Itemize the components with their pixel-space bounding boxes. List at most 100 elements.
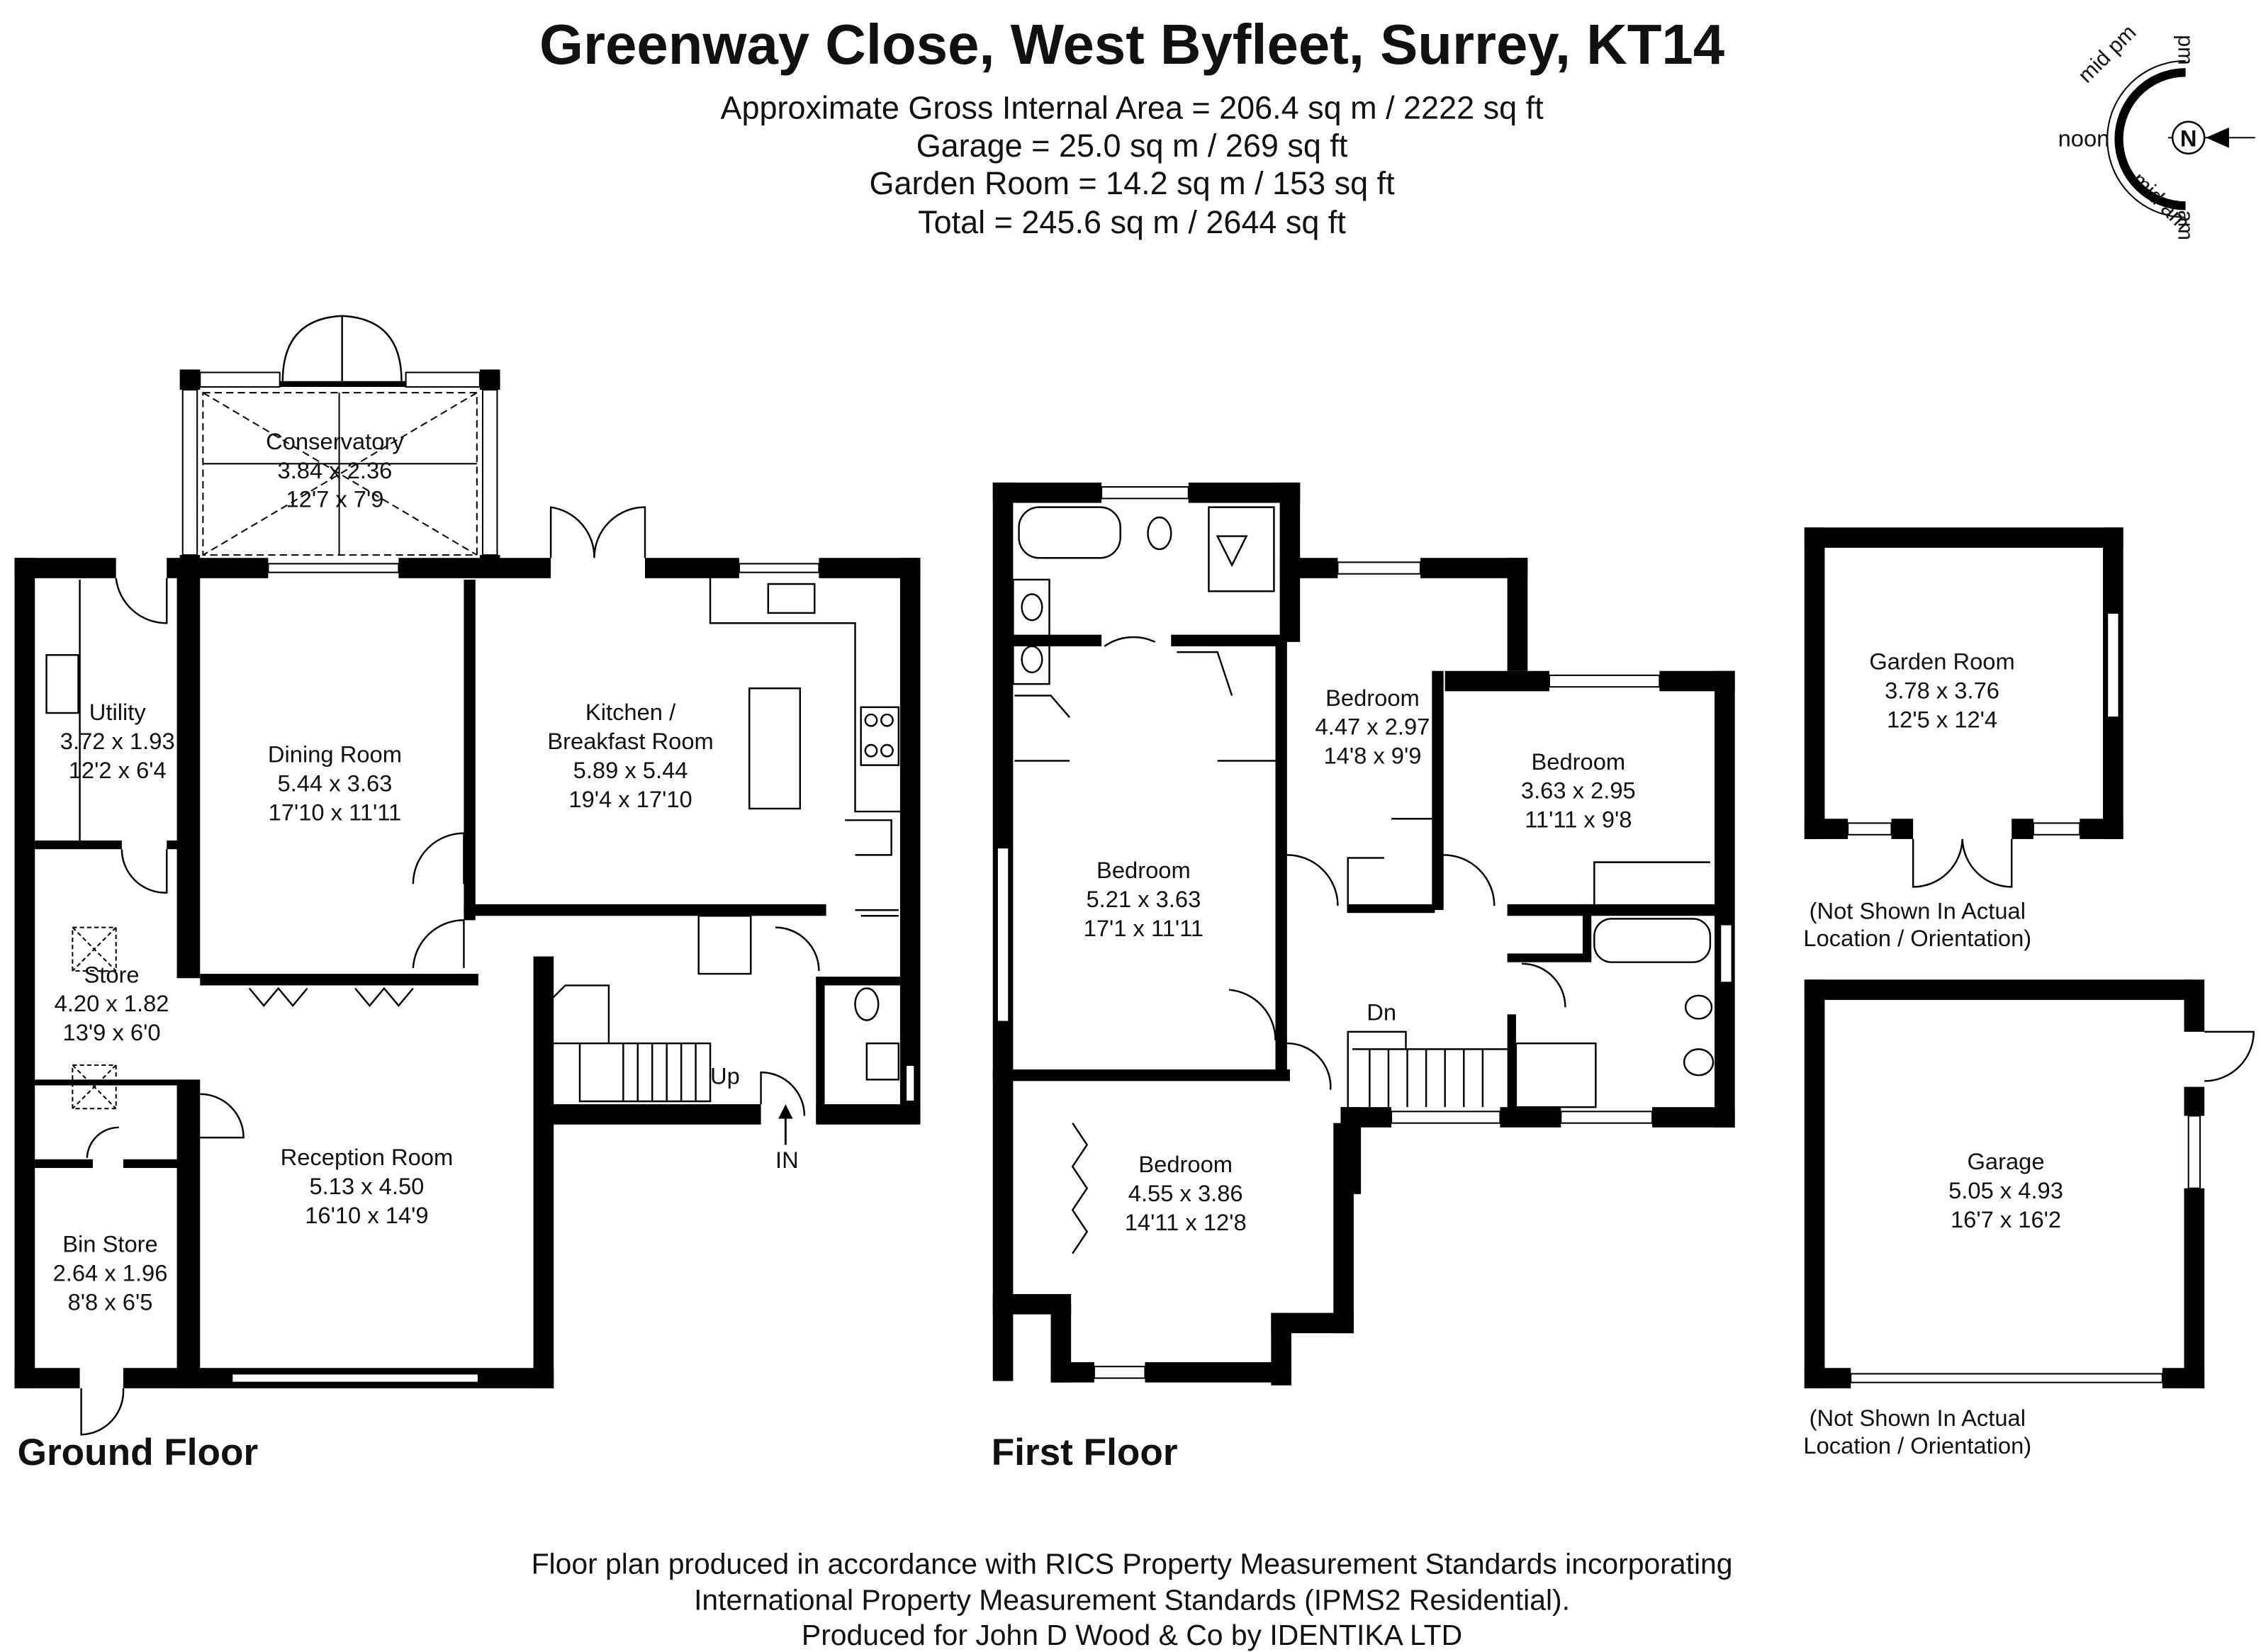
utility-sink-icon: [45, 653, 79, 714]
wc-toilet-icon: [854, 987, 880, 1021]
first-floor-plan: Bedroom 5.21 x 3.63 17'1 x 11'11 Bedroom…: [992, 482, 1735, 1473]
store-name: Store: [84, 961, 139, 987]
bedroom-2-imperial: 14'8 x 9'9: [1323, 743, 1421, 769]
kitchen-french-doors: [549, 506, 646, 558]
garden-room-window-left: [1847, 822, 1892, 836]
bedroom-4-label: Bedroom 4.55 x 3.86 14'11 x 12'8: [1125, 1151, 1247, 1235]
gross-internal-area: Approximate Gross Internal Area = 206.4 …: [721, 90, 1544, 126]
bathroom-basin-icon: [1683, 1048, 1715, 1077]
garden-room-doors: [1912, 838, 2013, 888]
garage-side-door: [2204, 1030, 2255, 1082]
bin-store-label: Bin Store 2.64 x 1.96 8'8 x 6'5: [53, 1231, 168, 1315]
bathroom-fittings: [1515, 918, 1715, 1108]
entrance-label: IN: [775, 1147, 799, 1173]
ensuite-door: [1104, 636, 1156, 647]
ground-floor-plan: Conservatory 3.84 x 2.36 12'7 x 7'9 Util…: [14, 315, 921, 1473]
compass-circle: [2171, 120, 2206, 154]
bedroom-4-name: Bedroom: [1138, 1151, 1233, 1177]
ground-floor-label: Ground Floor: [18, 1432, 259, 1473]
ground-floor-walls: [14, 558, 921, 1388]
bath-icon: [1018, 506, 1121, 559]
kitchen-window: [738, 563, 820, 573]
ensuite-window: [1101, 486, 1189, 500]
garden-room-window-right: [2032, 822, 2081, 836]
dining-room-metric: 5.44 x 3.63: [278, 770, 393, 796]
stairs-down-label: Dn: [1367, 999, 1396, 1025]
compass-mid-pm-label: mid pm: [2073, 20, 2141, 87]
garden-room-name: Garden Room: [1869, 648, 2014, 675]
dining-room-imperial: 17'10 x 11'11: [269, 799, 402, 825]
reception-room-imperial: 16'10 x 14'9: [305, 1202, 428, 1228]
bin-store-imperial: 8'8 x 6'5: [68, 1288, 153, 1315]
first-floor-staircase: [1347, 1030, 1508, 1108]
ensuite-fittings: [1012, 506, 1275, 685]
bedroom-2-metric: 4.47 x 2.97: [1315, 714, 1430, 740]
bedroom-3-name: Bedroom: [1531, 748, 1625, 775]
kitchen-sink-icon: [767, 583, 816, 614]
utility-name: Utility: [89, 699, 147, 725]
compass-sun-arc: [2114, 68, 2186, 210]
bin-store-door: [80, 1388, 125, 1436]
garden-room-area: Garden Room = 14.2 sq m / 153 sq ft: [869, 165, 1395, 201]
first-floor-walls: [992, 482, 1735, 1386]
reception-room-label: Reception Room 5.13 x 4.50 16'10 x 14'9: [281, 1144, 454, 1228]
wc-basin-icon: [865, 1042, 900, 1081]
conservatory-structure: [179, 315, 500, 575]
bedroom-2-label: Bedroom 4.47 x 2.97 14'8 x 9'9: [1315, 685, 1430, 769]
kitchen-metric: 5.89 x 5.44: [573, 757, 688, 783]
garage-note-line2: Location / Orientation): [1803, 1432, 2031, 1459]
hall-door: [412, 919, 465, 968]
kitchen-fittings: [697, 578, 900, 975]
compass-pm-label: pm: [2173, 35, 2197, 65]
bedroom-2-name: Bedroom: [1325, 685, 1420, 711]
kitchen-label: Kitchen / Breakfast Room 5.89 x 5.44 19'…: [547, 699, 713, 812]
bedroom-3-door: [1443, 854, 1496, 906]
bedroom-3-window: [1548, 674, 1661, 688]
main-bedroom-window: [996, 847, 1010, 1023]
footer-standards-line: Floor plan produced in accordance with R…: [532, 1548, 1733, 1580]
plan-title: Greenway Close, West Byfleet, Surrey, KT…: [539, 13, 1724, 76]
main-bedroom-wardrobes: [1014, 651, 1276, 762]
bedroom-4-window: [1093, 1366, 1146, 1379]
footer-ipms-line: International Property Measurement Stand…: [694, 1584, 1570, 1617]
bin-store-name: Bin Store: [62, 1231, 158, 1257]
garage-plan: Garage 5.05 x 4.93 16'7 x 16'2 (Not Show…: [1803, 979, 2255, 1459]
garage-window: [2187, 1115, 2201, 1189]
garden-room-imperial: 12'5 x 12'4: [1887, 706, 1997, 732]
reception-window: [231, 1373, 479, 1383]
store-skylights: [72, 926, 117, 1110]
wc-window: [905, 1064, 916, 1103]
ensuite-basins-icon: [1012, 578, 1050, 685]
dining-window: [267, 563, 400, 573]
bedroom-3-metric: 3.63 x 2.95: [1521, 777, 1636, 804]
bedroom-4-wardrobe: [1071, 1122, 1089, 1254]
compass-north-label: N: [2180, 125, 2197, 152]
family-bath-icon: [1593, 918, 1712, 963]
store-door: [120, 849, 168, 894]
ensuite-toilet-icon: [1147, 516, 1172, 551]
reception-room-name: Reception Room: [281, 1144, 454, 1170]
north-arrow-icon: [2206, 127, 2229, 148]
shower-icon: [1208, 506, 1275, 592]
compass-outer-arc: [2106, 60, 2186, 218]
bedroom-2-wardrobe: [1347, 818, 1432, 914]
garage-area: Garage = 25.0 sq m / 269 sq ft: [916, 128, 1348, 164]
ground-staircase: [535, 984, 712, 1103]
bedroom-2-door: [1286, 854, 1339, 906]
dining-door: [412, 832, 465, 884]
stairs-up-label: Up: [710, 1062, 740, 1089]
bathroom-window: [1560, 1111, 1654, 1124]
bifold-doors: [248, 987, 414, 1007]
garden-room-side-window: [2106, 612, 2120, 719]
bathroom-shower-icon: [1515, 1042, 1597, 1108]
conservatory-label: Conservatory 3.84 x 2.36 12'7 x 7'9: [266, 428, 404, 512]
main-bedroom-name: Bedroom: [1096, 857, 1191, 883]
store-label: Store 4.20 x 1.82 13'9 x 6'0: [55, 961, 169, 1045]
bedroom-3-wardrobe: [1593, 861, 1710, 906]
compass-noon-label: noon: [2058, 125, 2110, 152]
kitchen-inner-door: [775, 926, 820, 971]
garage-name: Garage: [1967, 1148, 2044, 1174]
utility-external-door: [115, 578, 168, 624]
total-area: Total = 245.6 sq m / 2644 sq ft: [918, 204, 1346, 240]
compass-rose: N noon mid pm pm mid am am: [2058, 20, 2255, 240]
